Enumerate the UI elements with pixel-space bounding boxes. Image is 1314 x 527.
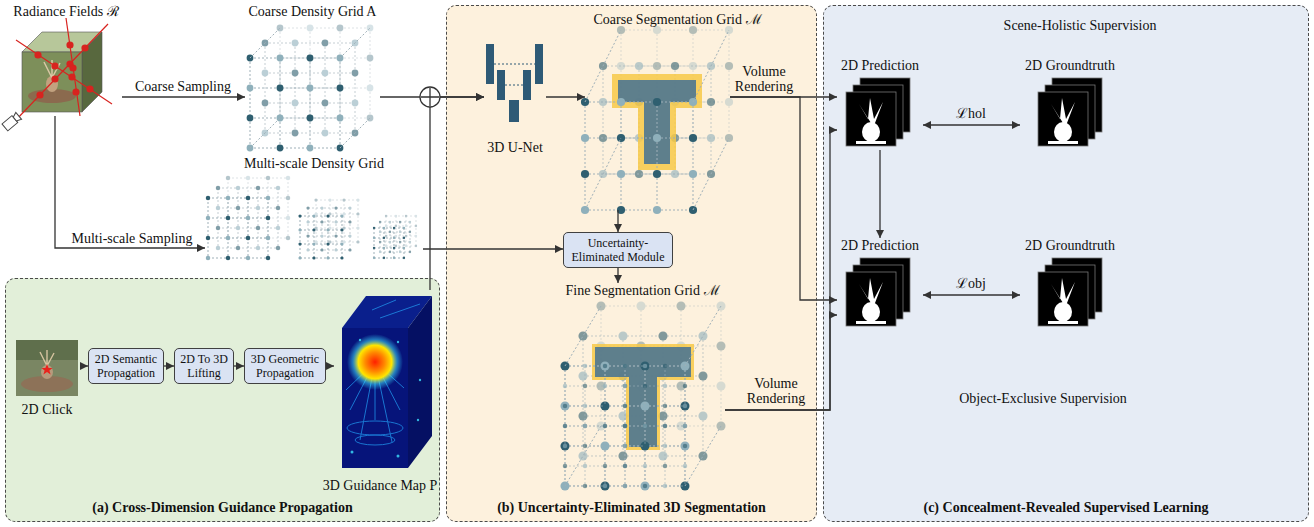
camera-icon xyxy=(2,112,22,130)
connectors xyxy=(55,97,1020,410)
mask-stack xyxy=(1038,258,1102,326)
figure-node: 2D Click xyxy=(14,338,80,418)
edge-label: ℒhol xyxy=(956,106,986,121)
box-label: 2D Semantic Propagation xyxy=(93,352,159,380)
annotation: Scene-Holistic Supervision xyxy=(1004,18,1157,33)
mask-stack xyxy=(1038,78,1102,146)
figure-heading: Fine Segmentation Grid ℳ xyxy=(565,283,719,299)
edge-label: Volume Rendering xyxy=(732,64,796,94)
unet-icon xyxy=(486,44,543,122)
connector xyxy=(234,365,244,366)
figure-node: 3D Guidance Map P xyxy=(334,290,436,494)
figure-node: 3D U-Net xyxy=(484,40,546,156)
connector xyxy=(326,365,334,366)
connector xyxy=(423,248,563,249)
figure-heading: Multi-scale Density Grid xyxy=(244,156,384,172)
connector xyxy=(617,268,618,283)
panel-ground xyxy=(5,278,440,522)
camera-rays xyxy=(14,18,112,122)
box-label: 3D Geometric Propagation xyxy=(249,352,321,380)
figure-heading: Radiance Fields ℛ xyxy=(13,4,118,20)
annotation: Object-Exclusive Supervision xyxy=(959,391,1127,406)
figure-node: Multi-scale Density Grid xyxy=(205,156,423,260)
figure-heading: 3D Guidance Map P xyxy=(323,478,438,494)
figure-node: Fine Segmentation Grid ℳ xyxy=(560,283,725,488)
multiscale-lattices xyxy=(206,176,417,261)
connector xyxy=(725,130,837,410)
connector xyxy=(617,210,618,232)
connector xyxy=(80,365,88,366)
figure-node: Coarse Segmentation Grid ℳ xyxy=(585,30,730,210)
edge-label: Multi-scale Sampling xyxy=(72,231,193,246)
panel-title: (b) Uncertainty-Eliminated 3D Segmentati… xyxy=(447,500,816,516)
figure-heading: 2D Groundtruth xyxy=(1025,238,1115,254)
click-photo xyxy=(16,340,78,396)
figure-heading: Coarse Density Grid A xyxy=(249,4,377,20)
panel-ground xyxy=(446,5,817,522)
mask-stack xyxy=(846,78,910,146)
figure-node: Radiance Fields ℛ xyxy=(10,4,122,116)
connector xyxy=(923,124,1020,125)
figure-node: 2D Groundtruth xyxy=(1020,238,1120,330)
edge-label: Volume Rendering xyxy=(744,376,808,406)
connector xyxy=(879,150,880,238)
figure-node: 2D Groundtruth xyxy=(1020,58,1120,150)
edge-label: ℒobj xyxy=(956,276,986,291)
figure-heading: 2D Prediction xyxy=(841,58,919,74)
mask-stack xyxy=(846,258,910,326)
figure-node: Coarse Density Grid A xyxy=(245,4,380,150)
fine-segmentation-lattice xyxy=(560,301,725,490)
figure-heading: 2D Prediction xyxy=(841,238,919,254)
connector xyxy=(923,294,1020,295)
density-lattice xyxy=(247,25,374,152)
panel-title: (a) Cross-Dimension Guidance Propagation xyxy=(6,500,439,516)
box-label: Uncertainty-Eliminated Module xyxy=(568,236,668,264)
panel-title: (c) Concealment-Revealed Supervised Lear… xyxy=(824,500,1308,516)
connector xyxy=(164,365,174,366)
figure-heading: 2D Groundtruth xyxy=(1025,58,1115,74)
figure-heading: Coarse Segmentation Grid ℳ xyxy=(593,12,761,28)
process-box: 3D Geometric Propagation xyxy=(244,348,326,384)
connector xyxy=(546,96,585,97)
process-box: Uncertainty-Eliminated Module xyxy=(563,232,673,268)
process-box: 2D To 3D Lifting xyxy=(174,348,234,384)
figure-node: 2D Prediction xyxy=(837,238,923,330)
figure-heading: 3D U-Net xyxy=(487,140,543,156)
connector xyxy=(730,97,837,300)
guidance-volume xyxy=(342,296,432,468)
process-box: 2D Semantic Propagation xyxy=(88,348,164,384)
sum-junction xyxy=(420,87,440,107)
dashed-panel: (c) Concealment-Revealed Supervised Lear… xyxy=(823,5,1309,522)
coarse-segmentation-lattice xyxy=(581,26,733,214)
connector xyxy=(430,97,484,290)
connector xyxy=(55,116,205,248)
connector xyxy=(725,315,837,410)
edge-label: Coarse Sampling xyxy=(135,79,231,94)
figure-node: 2D Prediction xyxy=(837,58,923,150)
panel-ground xyxy=(823,5,1309,522)
box-label: 2D To 3D Lifting xyxy=(179,352,229,380)
dashed-panel: (a) Cross-Dimension Guidance Propagation… xyxy=(5,278,440,522)
figure-heading: 2D Click xyxy=(22,402,73,418)
connector xyxy=(122,96,245,97)
